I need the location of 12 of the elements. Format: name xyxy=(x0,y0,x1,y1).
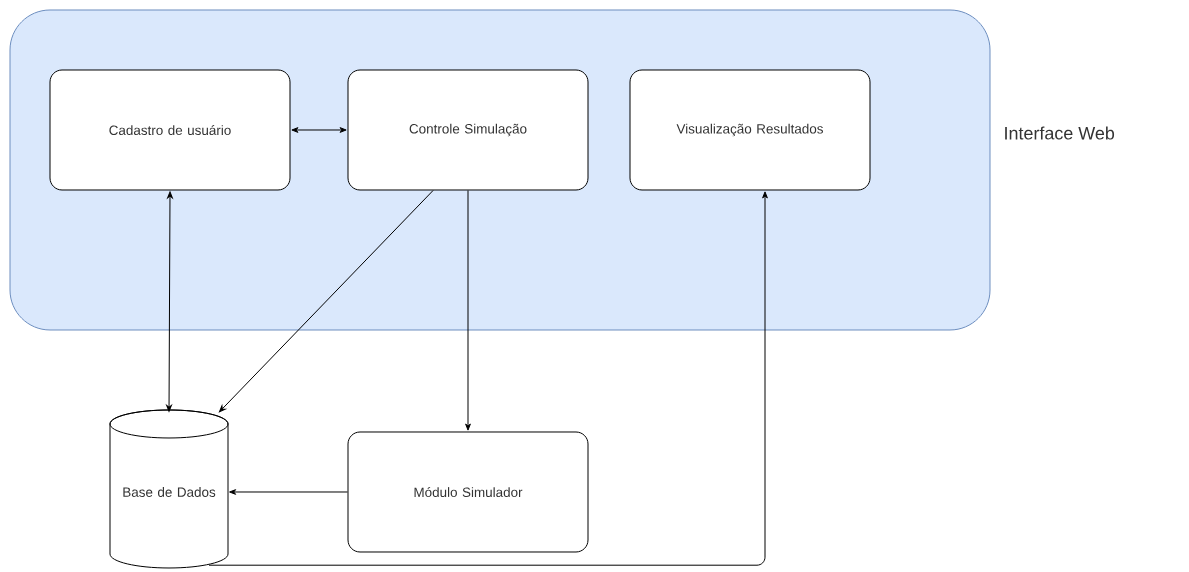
arrow xyxy=(229,489,348,495)
process-box: Cadastro de usuário xyxy=(49,69,291,191)
arrow xyxy=(208,191,768,566)
arrow xyxy=(218,190,434,413)
arrow xyxy=(166,191,173,412)
arrow xyxy=(465,190,471,431)
arrow xyxy=(291,127,347,133)
container-label: Interface Web xyxy=(1005,126,1115,140)
process-box: Visualização Resultados xyxy=(629,69,871,191)
database-cylinder: Base de Dados xyxy=(109,409,229,569)
process-box: Módulo Simulador xyxy=(347,431,589,553)
process-box: Controle Simulação xyxy=(347,69,589,191)
